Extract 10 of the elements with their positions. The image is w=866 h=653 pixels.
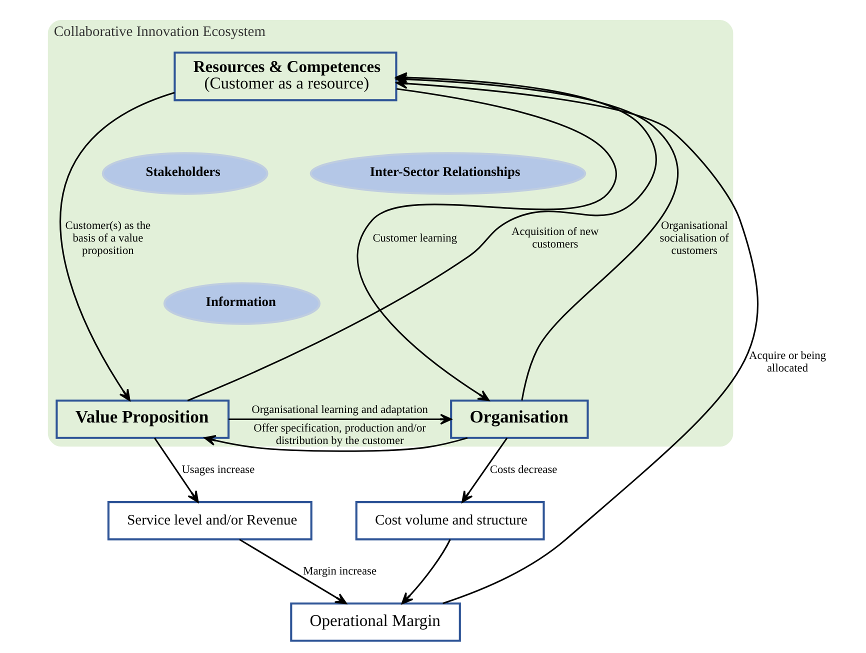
edge-label: Costs decrease	[489, 464, 557, 476]
edge-label: Margin increase	[302, 565, 376, 578]
edge-label: Offer specification, production and/or distribution by the customer	[253, 422, 426, 447]
edge-label: Acquisition of new customers	[511, 226, 598, 251]
edge-label: Usages increase	[181, 464, 254, 476]
edge-label: Customer(s) as the basis of a value proposition	[64, 220, 150, 257]
edge-label: Organisational socialisation of customers	[659, 220, 728, 257]
edge-label: Customer learning	[372, 232, 457, 244]
edge-label: Acquire or being allocated	[748, 350, 826, 374]
edge-label: Organisational learning and adaptation	[251, 404, 428, 416]
